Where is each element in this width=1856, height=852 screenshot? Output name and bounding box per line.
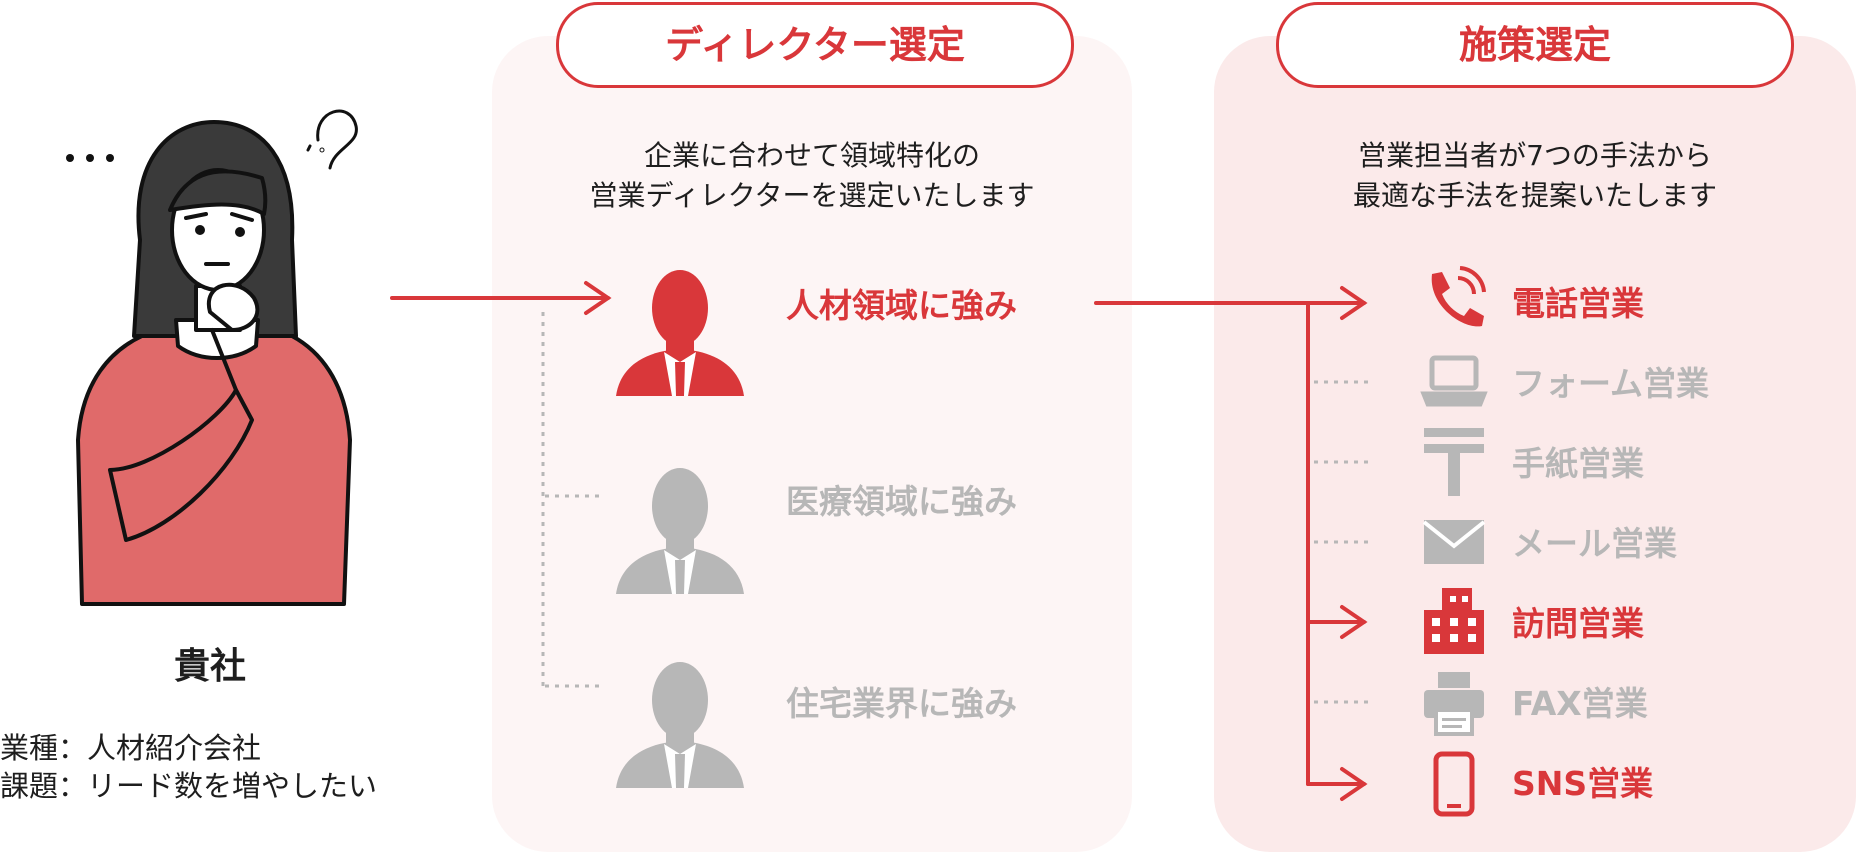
director-description-line-2: 営業ディレクターを選定いたします [589,179,1035,212]
measure-selection-panel [1214,36,1856,852]
method-label-phone: 電話営業 [1512,284,1644,323]
person-suit-icon [616,468,744,594]
method-label-sns: SNS営業 [1512,764,1654,803]
person-suit-icon [616,270,744,396]
method-label-form: フォーム営業 [1512,364,1710,403]
director-label-iryou: 医療領域に強み [786,482,1017,521]
director-dotted-connectors [541,312,605,688]
arrow-company-to-director [390,281,612,315]
method-label-mail: メール営業 [1512,524,1677,563]
arrow-director-to-measure [1094,286,1368,801]
measure-dotted-connectors [1314,380,1370,704]
envelope-icon [1422,520,1486,564]
method-label-visit: 訪問営業 [1512,604,1644,643]
company-issue: 課題：リード数を増やしたい [0,769,378,803]
method-label-letter: 手紙営業 [1512,444,1644,483]
director-description-line-1: 企業に合わせて領域特化の [643,139,980,172]
thinking-woman-illustration [76,109,358,606]
laptop-icon [1420,355,1488,407]
method-label-fax: FAX営業 [1512,684,1648,723]
measure-description-line-1: 営業担当者が7つの手法から [1358,139,1712,172]
fax-icon [1424,672,1484,736]
company-industry: 業種：人材紹介会社 [0,731,262,765]
phone-icon [1431,266,1486,327]
measure-description: 営業担当者が7つの手法から 最適な手法を提案いたします [1214,136,1856,216]
director-label-jinzai: 人材領域に強み [786,286,1017,325]
thought-dots [66,154,114,162]
smartphone-icon [1433,751,1475,817]
director-selection-panel [492,36,1132,852]
building-icon [1424,588,1484,654]
director-selection-title: ディレクター選定 [556,2,1074,88]
director-description: 企業に合わせて領域特化の 営業ディレクターを選定いたします [492,136,1132,216]
postal-mark-icon [1424,428,1484,496]
measure-description-line-2: 最適な手法を提案いたします [1352,179,1717,212]
measure-selection-title: 施策選定 [1276,2,1794,88]
person-suit-icon [616,662,744,788]
company-name: 貴社 [173,646,246,687]
director-label-jyutaku: 住宅業界に強み [786,684,1017,723]
